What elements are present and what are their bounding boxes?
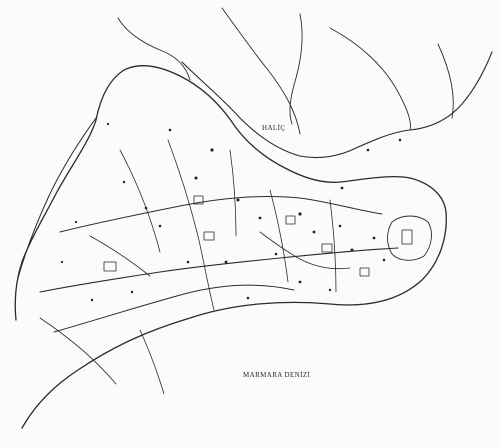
building-dot <box>274 252 278 256</box>
cross-street-6 <box>329 199 337 293</box>
complex-outline-7 <box>401 229 413 245</box>
complex-outline-2 <box>193 195 204 205</box>
cross-street-7 <box>89 235 151 277</box>
cross-street-9 <box>139 329 165 395</box>
building-dot <box>224 260 228 264</box>
cross-street-1 <box>119 149 161 253</box>
marmara-sea-label: MARMARA DENİZİ <box>243 371 311 379</box>
complex-outline-3 <box>203 231 215 241</box>
building-dot <box>246 296 250 300</box>
northern-track-5 <box>437 43 454 119</box>
building-dot <box>90 298 94 302</box>
northern-track-3 <box>289 13 303 125</box>
southern-avenue <box>53 284 295 333</box>
building-dot <box>350 248 354 252</box>
building-dot <box>382 258 386 262</box>
building-dot <box>258 216 262 220</box>
building-dot <box>106 122 110 126</box>
complex-outline-5 <box>321 243 333 253</box>
building-dot <box>236 198 240 202</box>
building-dot <box>210 148 214 152</box>
cross-street-4 <box>259 231 351 270</box>
golden-horn-north-shore <box>181 51 493 159</box>
building-dot <box>372 236 376 240</box>
building-dot <box>60 260 64 264</box>
building-dot <box>74 220 78 224</box>
building-dot <box>298 212 302 216</box>
building-dot <box>158 224 162 228</box>
building-dot <box>144 206 148 210</box>
main-avenue <box>39 247 399 293</box>
building-dot <box>398 138 402 142</box>
cross-street-3 <box>229 149 237 237</box>
complex-outline-4 <box>285 215 296 225</box>
cross-street-2 <box>167 139 215 311</box>
land-walls <box>17 117 97 279</box>
building-dot <box>122 180 126 184</box>
northern-track-2 <box>221 7 301 135</box>
cross-street-5 <box>269 189 289 283</box>
building-dot <box>130 290 134 294</box>
building-dot <box>186 260 190 264</box>
building-dot <box>366 148 370 152</box>
building-dot <box>312 230 316 234</box>
complex-outline-1 <box>103 261 117 272</box>
complex-outline-6 <box>359 267 370 277</box>
northern-track-4 <box>329 27 411 131</box>
building-dot <box>328 288 332 292</box>
northern-avenue <box>59 195 383 233</box>
building-dot <box>194 176 198 180</box>
golden-horn-label: HALİÇ <box>262 124 286 132</box>
building-dot <box>168 128 172 132</box>
building-dot <box>338 224 342 228</box>
seraglio-enclosure <box>387 215 432 261</box>
cross-street-8 <box>39 317 117 385</box>
peninsula-coastline <box>14 65 447 429</box>
building-dot <box>340 186 344 190</box>
building-dot <box>298 280 302 284</box>
northern-track-1 <box>117 17 191 81</box>
